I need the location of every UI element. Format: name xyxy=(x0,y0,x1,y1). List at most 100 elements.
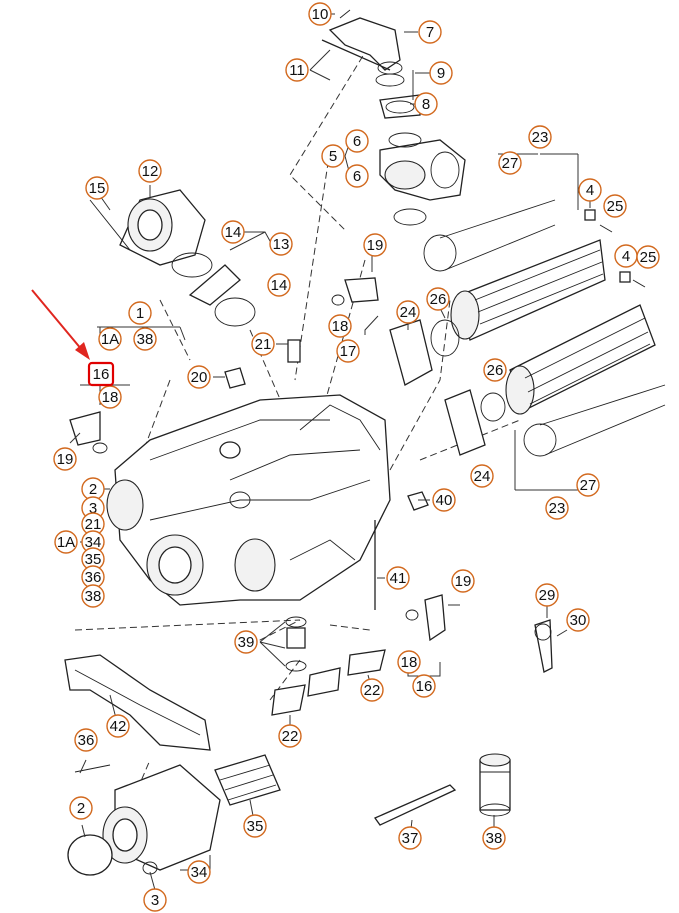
callout-38: 38 xyxy=(133,327,157,351)
callout-21: 21 xyxy=(251,332,275,356)
callout-12: 12 xyxy=(138,159,162,183)
callout-42: 42 xyxy=(106,714,130,738)
callout-6: 6 xyxy=(345,129,369,153)
callout-circle xyxy=(234,630,258,654)
callout-label: 19 xyxy=(455,573,472,590)
callout-circle xyxy=(285,58,309,82)
callout-label: 23 xyxy=(549,500,566,517)
callout-layer: 1071198656232742542512151413141911A38161… xyxy=(53,2,660,912)
callout-label: 34 xyxy=(191,864,208,881)
callout-label: 10 xyxy=(312,6,329,23)
callout-1a: 1A xyxy=(54,530,78,554)
callout-15: 15 xyxy=(85,176,109,200)
callout-label: 22 xyxy=(364,682,381,699)
callout-circle xyxy=(398,826,422,850)
callout-label: 5 xyxy=(329,148,337,165)
callout-circle xyxy=(426,287,450,311)
callout-label: 20 xyxy=(191,369,208,386)
callout-36: 36 xyxy=(74,728,98,752)
callout-circle xyxy=(243,814,267,838)
callout-label: 4 xyxy=(586,182,594,199)
callout-35: 35 xyxy=(243,814,267,838)
callout-circle xyxy=(98,327,122,351)
callout-label: 39 xyxy=(238,634,255,651)
callout-2: 2 xyxy=(69,796,93,820)
callout-circle xyxy=(545,496,569,520)
callout-circle xyxy=(221,220,245,244)
callout-25: 25 xyxy=(603,194,627,218)
callout-circle xyxy=(345,129,369,153)
callout-4: 4 xyxy=(614,244,638,268)
callout-label: 41 xyxy=(390,570,407,587)
callout-label: 3 xyxy=(89,500,97,517)
callout-24: 24 xyxy=(470,464,494,488)
callout-circle xyxy=(308,2,332,26)
callout-16: 16 xyxy=(412,674,436,698)
callout-34: 34 xyxy=(81,530,105,554)
callout-label: 36 xyxy=(78,732,95,749)
callout-label: 19 xyxy=(57,451,74,468)
callout-circle xyxy=(386,566,410,590)
callout-circle xyxy=(576,473,600,497)
callout-label: 14 xyxy=(271,277,288,294)
callout-circle xyxy=(269,232,293,256)
callout-circle xyxy=(535,583,559,607)
callout-18: 18 xyxy=(328,314,352,338)
callout-circle xyxy=(363,233,387,257)
callout-circle xyxy=(566,608,590,632)
callout-circle xyxy=(414,92,438,116)
callout-label: 38 xyxy=(486,830,503,847)
callout-label: 34 xyxy=(85,534,102,551)
callout-circle xyxy=(187,365,211,389)
callout-label: 25 xyxy=(607,198,624,215)
callout-19: 19 xyxy=(363,233,387,257)
callout-1: 1 xyxy=(128,301,152,325)
callout-circle xyxy=(412,674,436,698)
callout-label: 27 xyxy=(502,155,519,172)
callout-label: 23 xyxy=(532,129,549,146)
part-drawings xyxy=(64,9,666,876)
callout-label: 6 xyxy=(353,168,361,185)
callout-label: 35 xyxy=(85,551,102,568)
pointer-arrow xyxy=(31,289,90,360)
callout-label: 38 xyxy=(137,331,154,348)
callout-circle xyxy=(418,20,442,44)
callout-label: 2 xyxy=(77,800,85,817)
callout-circle xyxy=(429,61,453,85)
callout-4: 4 xyxy=(578,178,602,202)
callout-circle xyxy=(54,530,78,554)
callout-39: 39 xyxy=(234,630,258,654)
callout-label: 21 xyxy=(255,336,272,353)
callout-21: 21 xyxy=(81,512,105,536)
callout-label: 14 xyxy=(225,224,242,241)
callout-label: 35 xyxy=(247,818,264,835)
callout-circle xyxy=(106,714,130,738)
callout-label: 18 xyxy=(401,654,418,671)
callout-19: 19 xyxy=(53,447,77,471)
callout-19: 19 xyxy=(451,569,475,593)
callout-6: 6 xyxy=(345,164,369,188)
callout-circle xyxy=(336,339,360,363)
callout-label: 1A xyxy=(57,534,75,551)
callout-label: 21 xyxy=(85,516,102,533)
highlight-box xyxy=(87,361,115,387)
callout-label: 7 xyxy=(426,24,434,41)
callout-circle xyxy=(81,584,105,608)
callout-label: 42 xyxy=(110,718,127,735)
callout-circle xyxy=(85,176,109,200)
callout-label: 25 xyxy=(640,249,657,266)
callout-9: 9 xyxy=(429,61,453,85)
callout-26: 26 xyxy=(483,358,507,382)
callout-label: 4 xyxy=(622,248,630,265)
callout-38: 38 xyxy=(482,826,506,850)
callout-label: 24 xyxy=(474,468,491,485)
callout-circle xyxy=(74,728,98,752)
callout-circle xyxy=(451,569,475,593)
callout-circle xyxy=(432,488,456,512)
callout-26: 26 xyxy=(426,287,450,311)
callout-label: 12 xyxy=(142,163,159,180)
callout-circle xyxy=(396,300,420,324)
callout-20: 20 xyxy=(187,365,211,389)
callout-17: 17 xyxy=(336,339,360,363)
